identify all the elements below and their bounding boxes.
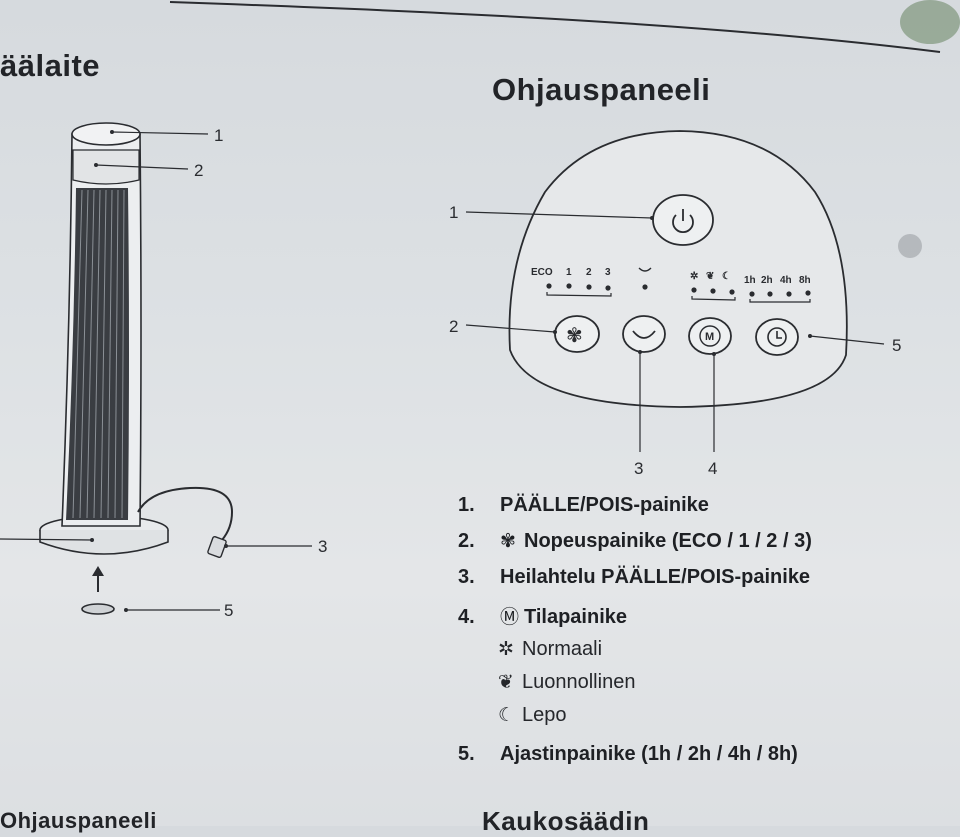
mode-button — [688, 317, 732, 355]
fan-top-cap — [71, 122, 141, 146]
mode-text: Lepo — [522, 704, 567, 726]
label-eco: ECO — [531, 267, 553, 278]
panel-leader-lines — [465, 211, 885, 452]
power-cord — [137, 486, 234, 541]
mode-item-natural: ❦ Luonnollinen — [458, 671, 938, 704]
callout-panel-4: 4 — [708, 459, 717, 478]
mode-icon — [699, 325, 721, 347]
mode-text: Normaali — [522, 638, 603, 660]
callout-panel-1: 1 — [449, 203, 458, 222]
sleep-mode-label-icon: ☾ — [722, 271, 731, 282]
mode-item-normal: ✲ Normaali — [458, 638, 938, 671]
callout-device-3: 3 — [318, 537, 327, 556]
callout-panel-3: 3 — [634, 459, 643, 478]
legend-item-oscillation: 3. Heilahtelu PÄÄLLE/POIS-painike — [458, 566, 938, 602]
legend-text: Tilapainike — [524, 606, 628, 628]
oscillation-icon — [632, 330, 656, 339]
indicator-brackets — [546, 292, 811, 303]
callout-panel-2: 2 — [449, 317, 458, 336]
section-heading-control-panel: Ohjauspaneeli — [492, 72, 711, 107]
callout-panel-5: 5 — [892, 336, 901, 355]
legend-text: Nopeuspainike (ECO / 1 / 2 / 3) — [524, 530, 812, 552]
mode-text: Luonnollinen — [522, 671, 636, 693]
callout-device-1: 1 — [214, 126, 223, 145]
label-timer-4h: 4h — [780, 275, 792, 286]
power-plug — [207, 536, 227, 558]
callout-device-2: 2 — [194, 161, 203, 180]
page-edge-line — [169, 1, 941, 53]
control-legend: 1. PÄÄLLE/POIS-painike 2. ✾ Nopeuspainik… — [458, 494, 938, 779]
up-arrow-icon — [92, 566, 104, 576]
remote-storage-ring — [81, 603, 115, 615]
mode-item-sleep: ☾ Lepo — [458, 704, 938, 737]
fan-icon: ✾ — [566, 323, 583, 347]
legend-number: 2. — [458, 530, 475, 552]
legend-number: 1. — [458, 494, 475, 516]
control-panel-outline — [508, 130, 848, 408]
oscillation-label-icon — [638, 267, 652, 272]
legend-item-speed: 2. ✾ Nopeuspainike (ECO / 1 / 2 / 3) — [458, 530, 938, 566]
fan-grille-slats — [72, 189, 125, 519]
normal-mode-label-icon: ✲ — [690, 271, 698, 282]
fan-base-side — [39, 530, 169, 555]
control-panel-illustration: ECO 1 2 3 ✲ ❦ ☾ 1h 2h 4h 8h — [449, 130, 901, 478]
legend-number: 5. — [458, 743, 475, 765]
legend-text: PÄÄLLE/POIS-painike — [500, 494, 709, 516]
label-timer-1h: 1h — [744, 275, 756, 286]
label-speed-2: 2 — [586, 267, 592, 278]
legend-item-timer: 5. Ajastinpainike (1h / 2h / 4h / 8h) — [458, 743, 938, 779]
section-heading-device: äälaite — [0, 48, 101, 83]
legend-number: 4. — [458, 606, 475, 628]
label-timer-2h: 2h — [761, 275, 773, 286]
natural-mode-label-icon: ❦ — [706, 271, 714, 282]
legend-item-power: 1. PÄÄLLE/POIS-painike — [458, 494, 938, 530]
clock-icon — [767, 327, 787, 347]
callout-device-5: 5 — [224, 601, 233, 620]
legend-number: 3. — [458, 566, 475, 588]
fan-icon: ✾ — [500, 531, 516, 552]
corner-stain — [900, 0, 960, 44]
mode-icon: Ⓜ — [500, 607, 520, 628]
label-speed-1: 1 — [566, 267, 572, 278]
normal-mode-icon: ✲ — [498, 639, 514, 660]
stain-mark — [898, 234, 922, 258]
power-icon — [672, 209, 694, 234]
legend-text: Heilahtelu PÄÄLLE/POIS-painike — [500, 566, 811, 588]
legend-item-mode: 4. Ⓜ Tilapainike — [458, 602, 938, 638]
label-timer-8h: 8h — [799, 275, 811, 286]
fan-control-band — [72, 149, 140, 185]
svg-text:M: M — [705, 331, 714, 343]
natural-mode-icon: ❦ — [498, 672, 514, 693]
legend-text: Ajastinpainike (1h / 2h / 4h / 8h) — [500, 743, 798, 765]
tower-fan-illustration: 1 2 3 5 — [0, 122, 327, 620]
indicator-leds — [546, 283, 811, 297]
label-speed-3: 3 — [605, 267, 611, 278]
sleep-mode-icon: ☾ — [498, 705, 516, 726]
oscillation-button — [622, 315, 666, 353]
